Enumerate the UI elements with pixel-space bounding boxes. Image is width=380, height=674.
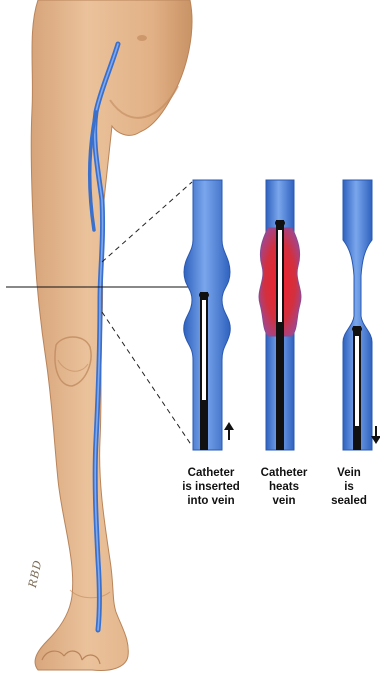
- up-arrow: [224, 422, 234, 440]
- stage3-caption: Vein is sealed: [318, 466, 380, 508]
- stage1-vein: [184, 180, 231, 450]
- navel: [137, 35, 147, 41]
- catheter-core: [202, 300, 206, 400]
- leg-illustration: [31, 0, 192, 670]
- stage2-vein: [259, 180, 301, 450]
- zoom-line-bottom: [102, 312, 192, 446]
- catheter-core: [278, 230, 282, 322]
- stage2-caption: Catheter heats vein: [245, 466, 323, 508]
- stage1-caption: Catheter is inserted into vein: [169, 466, 253, 508]
- stage3-vein: [343, 180, 372, 450]
- catheter-core: [355, 336, 359, 426]
- zoom-line-top: [102, 182, 192, 262]
